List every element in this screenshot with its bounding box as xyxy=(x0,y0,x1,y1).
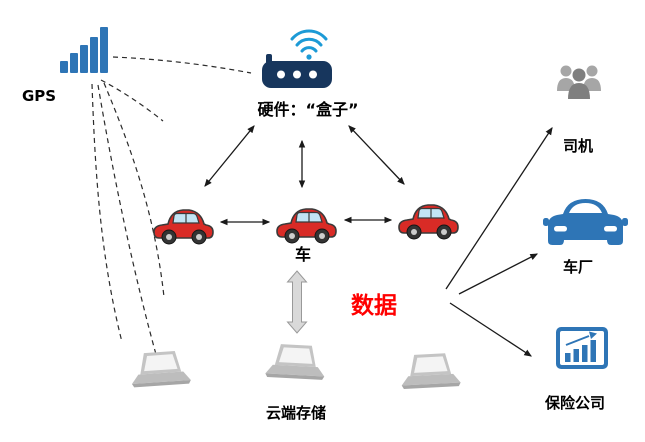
dashed-line-gps-to-box xyxy=(112,56,252,74)
label-car-factory: 车厂 xyxy=(563,258,593,276)
dashed-curve-gps-4 xyxy=(103,82,165,298)
red-car-icon-middle xyxy=(276,208,337,244)
arrow-box-to-left-car xyxy=(204,125,255,187)
dashed-curve-gps-3 xyxy=(97,84,158,359)
driver-people-icon xyxy=(557,65,601,99)
label-driver: 司机 xyxy=(563,137,593,155)
label-gps: GPS xyxy=(22,87,56,105)
label-data: 数据 xyxy=(351,293,397,319)
dashed-curve-gps-1 xyxy=(100,79,164,122)
gps-signal-bars-icon xyxy=(60,27,108,73)
red-car-icon-left xyxy=(153,209,214,245)
wifi-icon xyxy=(306,54,312,60)
arrow-data-to-factory xyxy=(458,253,539,295)
label-hardware-box: 硬件：“盒子” xyxy=(257,100,358,119)
label-car: 车 xyxy=(295,245,311,264)
factory-car-icon xyxy=(543,199,628,245)
dashed-curve-gps-2 xyxy=(91,83,123,343)
laptop-icon-right xyxy=(400,352,461,390)
label-cloud-storage: 云端存储 xyxy=(266,404,326,422)
arrow-box-to-right-car xyxy=(348,125,405,185)
router-box-icon xyxy=(262,29,332,88)
laptop-icon-middle xyxy=(265,343,326,380)
arrow-data-to-driver xyxy=(445,127,553,290)
arrow-data-to-insurance xyxy=(449,302,532,357)
thick-double-arrow xyxy=(286,270,308,334)
label-insurance-company: 保险公司 xyxy=(544,394,605,412)
red-car-icon-right xyxy=(398,204,459,240)
insurance-chart-icon xyxy=(556,327,608,369)
laptop-icon-left xyxy=(129,350,192,388)
